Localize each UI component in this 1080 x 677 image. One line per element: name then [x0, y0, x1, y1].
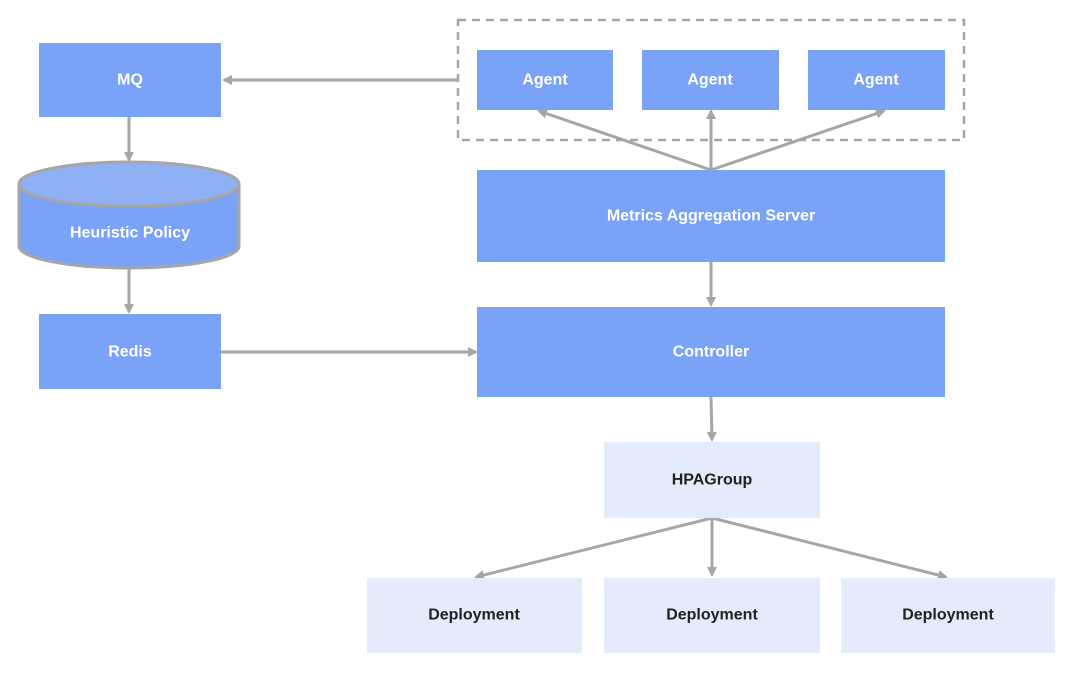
node-heuristic-policy-top: [17, 160, 241, 208]
node-agent-2-box: [642, 50, 779, 110]
node-agent-3-label: Agent: [853, 72, 899, 89]
node-deployment-3-label: Deployment: [902, 607, 994, 624]
node-agent-1-label: Agent: [522, 72, 568, 89]
node-hpagroup[interactable]: HPAGroup: [604, 442, 820, 518]
node-deployment-2[interactable]: Deployment: [604, 578, 820, 653]
edges: [124, 75, 948, 580]
node-mq[interactable]: MQ: [39, 43, 221, 117]
node-hpagroup-label: HPAGroup: [672, 472, 753, 489]
node-agent-2[interactable]: Agent: [642, 50, 779, 110]
node-redis-box: [39, 314, 221, 389]
node-heuristic-policy-body: [17, 184, 241, 270]
node-agent-2-label: Agent: [687, 72, 733, 89]
node-deployment-1-box: [367, 578, 582, 653]
node-controller[interactable]: Controller: [477, 307, 945, 397]
node-heuristic-policy[interactable]: Heuristic Policy: [17, 160, 241, 270]
node-mq-box: [39, 43, 221, 117]
node-deployment-2-box: [604, 578, 820, 653]
edge-controller-to-hpagroup: [706, 396, 717, 442]
node-agent-3[interactable]: Agent: [808, 50, 945, 110]
node-deployment-1-label: Deployment: [428, 607, 520, 624]
node-heuristic-policy-label: Heuristic Policy: [70, 225, 190, 242]
node-redis-label: Redis: [108, 344, 152, 361]
node-deployment-2-label: Deployment: [666, 607, 758, 624]
node-metrics-aggregation-server[interactable]: Metrics Aggregation Server: [477, 170, 945, 262]
node-agent-1[interactable]: Agent: [477, 50, 613, 110]
node-deployment-1[interactable]: Deployment: [367, 578, 582, 653]
edge-hpagroup-to-deployment-1: [474, 516, 713, 580]
node-mq-label: MQ: [117, 72, 143, 89]
edge-hpagroup-to-deployment-3: [711, 516, 948, 580]
node-hpagroup-box: [604, 442, 820, 518]
edge-metrics-to-agent-3: [710, 108, 886, 172]
node-controller-box: [477, 307, 945, 397]
node-metrics-aggregation-server-box: [477, 170, 945, 262]
node-controller-label: Controller: [673, 344, 749, 361]
node-agent-1-box: [477, 50, 613, 110]
edge-metrics-to-agent-1: [537, 108, 712, 172]
node-agent-3-box: [808, 50, 945, 110]
node-deployment-3-box: [841, 578, 1055, 653]
node-metrics-aggregation-server-label: Metrics Aggregation Server: [607, 208, 815, 225]
node-redis[interactable]: Redis: [39, 314, 221, 389]
node-deployment-3[interactable]: Deployment: [841, 578, 1055, 653]
